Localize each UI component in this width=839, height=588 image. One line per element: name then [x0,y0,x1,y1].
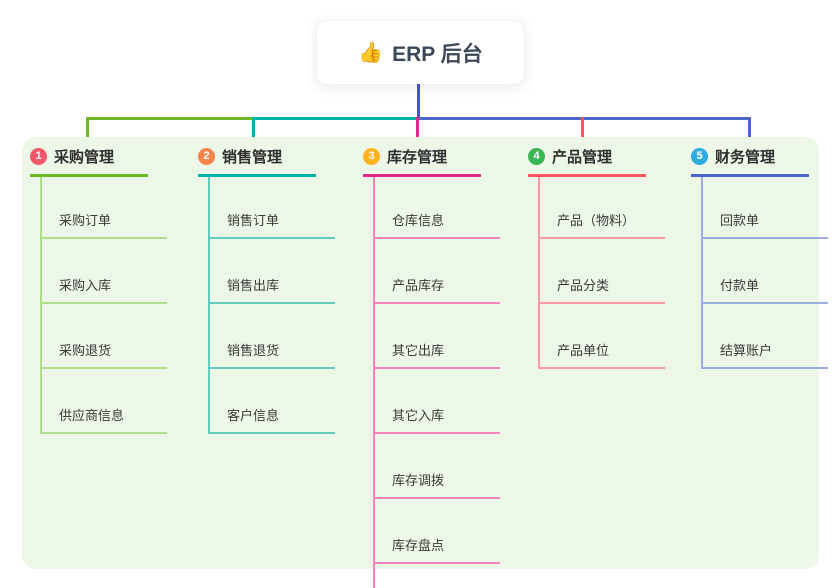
branch-number-badge: 3 [363,148,380,165]
child-node[interactable]: 产品（物料） [540,177,665,239]
branch-column-product: 4 产品管理 产品（物料） 产品分类 产品单位 [528,146,678,369]
connector-bus-green [86,117,254,120]
connector-bus-teal [254,117,417,120]
branch-children: 销售订单 销售出库 销售退货 客户信息 [208,177,348,434]
child-node[interactable]: 销售出库 [210,239,335,304]
branch-number-badge: 4 [528,148,545,165]
child-node[interactable]: 产品单位 [540,304,665,369]
branch-node-product[interactable]: 4 产品管理 [528,146,646,177]
branch-label: 销售管理 [222,149,283,166]
branch-children: 采购订单 采购入库 采购退货 供应商信息 [40,177,180,434]
branch-label: 财务管理 [715,149,776,166]
branch-node-purchase[interactable]: 1 采购管理 [30,146,148,177]
child-node[interactable]: 采购退货 [42,304,167,369]
connector-drop-sales [252,117,255,144]
connector-drop-inventory [416,117,419,144]
branch-number-badge: 5 [691,148,708,165]
child-node[interactable]: 其它入库 [375,369,500,434]
branch-number-badge: 2 [198,148,215,165]
branch-number-badge: 1 [30,148,47,165]
child-node[interactable]: 销售退货 [210,304,335,369]
branch-label: 库存管理 [387,149,448,166]
branch-column-finance: 5 财务管理 回款单 付款单 结算账户 [691,146,839,369]
connector-drop-purchase [86,117,89,144]
branch-label: 采购管理 [54,149,115,166]
child-node[interactable]: 其它出库 [375,304,500,369]
branch-label: 产品管理 [552,149,613,166]
connector-root-drop [417,84,420,118]
child-node[interactable]: 产品分类 [540,239,665,304]
connector-bus-blue [417,117,751,120]
child-node[interactable]: 结算账户 [703,304,828,369]
child-node[interactable]: 库存盘点 [375,499,500,564]
branch-column-inventory: 3 库存管理 仓库信息 产品库存 其它出库 其它入库 库存调拨 库存盘点 出库库… [363,146,513,588]
branch-column-purchase: 1 采购管理 采购订单 采购入库 采购退货 供应商信息 [30,146,180,434]
child-node[interactable]: 付款单 [703,239,828,304]
child-node[interactable]: 回款单 [703,177,828,239]
child-node[interactable]: 采购入库 [42,239,167,304]
child-node[interactable]: 客户信息 [210,369,335,434]
connector-drop-finance [748,117,751,144]
child-node[interactable]: 供应商信息 [42,369,167,434]
branch-node-finance[interactable]: 5 财务管理 [691,146,809,177]
branch-children: 回款单 付款单 结算账户 [701,177,839,369]
branch-children: 产品（物料） 产品分类 产品单位 [538,177,678,369]
thumbs-up-icon: 👍 [358,41,384,64]
child-node[interactable]: 产品库存 [375,239,500,304]
branch-node-sales[interactable]: 2 销售管理 [198,146,316,177]
branch-column-sales: 2 销售管理 销售订单 销售出库 销售退货 客户信息 [198,146,348,434]
child-node[interactable]: 销售订单 [210,177,335,239]
branch-node-inventory[interactable]: 3 库存管理 [363,146,481,177]
root-node[interactable]: 👍 ERP 后台 [316,20,525,85]
branch-children: 仓库信息 产品库存 其它出库 其它入库 库存调拨 库存盘点 出库库明细 [373,177,513,588]
connector-drop-product [581,117,584,144]
root-title: ERP 后台 [392,42,483,66]
child-node[interactable]: 出库库明细 [375,564,500,588]
child-node[interactable]: 仓库信息 [375,177,500,239]
child-node[interactable]: 库存调拨 [375,434,500,499]
child-node[interactable]: 采购订单 [42,177,167,239]
